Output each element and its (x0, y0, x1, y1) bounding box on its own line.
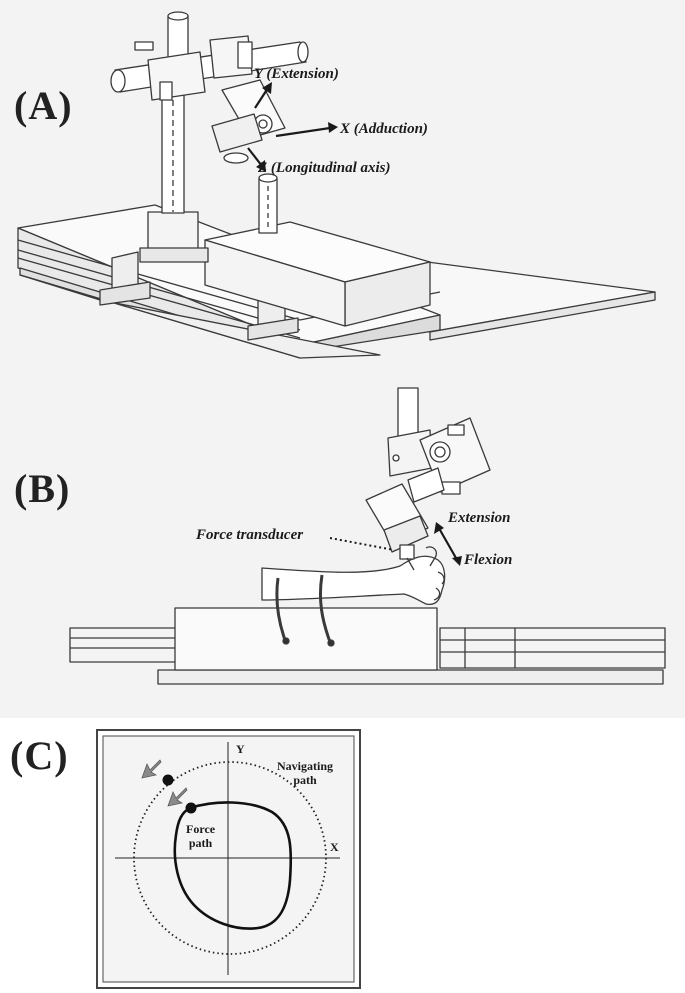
navigating-path-line2: path (293, 773, 317, 787)
axis-z-longitudinal-label: Z (Longitudinal axis) (258, 160, 391, 176)
panel-c-axis-y-label: Y (236, 742, 245, 756)
axis-y-extension-label: Y (Extension) (254, 66, 339, 82)
panel-a-label: (A) (14, 83, 73, 128)
navigating-path-label: Navigating path (277, 759, 333, 787)
force-path-label: Force path (186, 822, 215, 850)
force-path-line2: path (188, 836, 213, 850)
flexion-label: Flexion (464, 552, 513, 568)
upper-panels-background (0, 0, 685, 718)
navigating-path-line1: Navigating (277, 759, 334, 773)
panel-c-label: (C) (10, 733, 69, 778)
force-transducer-label: Force transducer (196, 527, 304, 543)
force-path-line1: Force (186, 822, 216, 836)
panel-b-label: (B) (14, 466, 71, 511)
extension-label: Extension (448, 510, 511, 526)
axis-x-adduction-label: X (Adduction) (340, 121, 428, 137)
panel-c-axis-x-label: X (330, 840, 339, 854)
